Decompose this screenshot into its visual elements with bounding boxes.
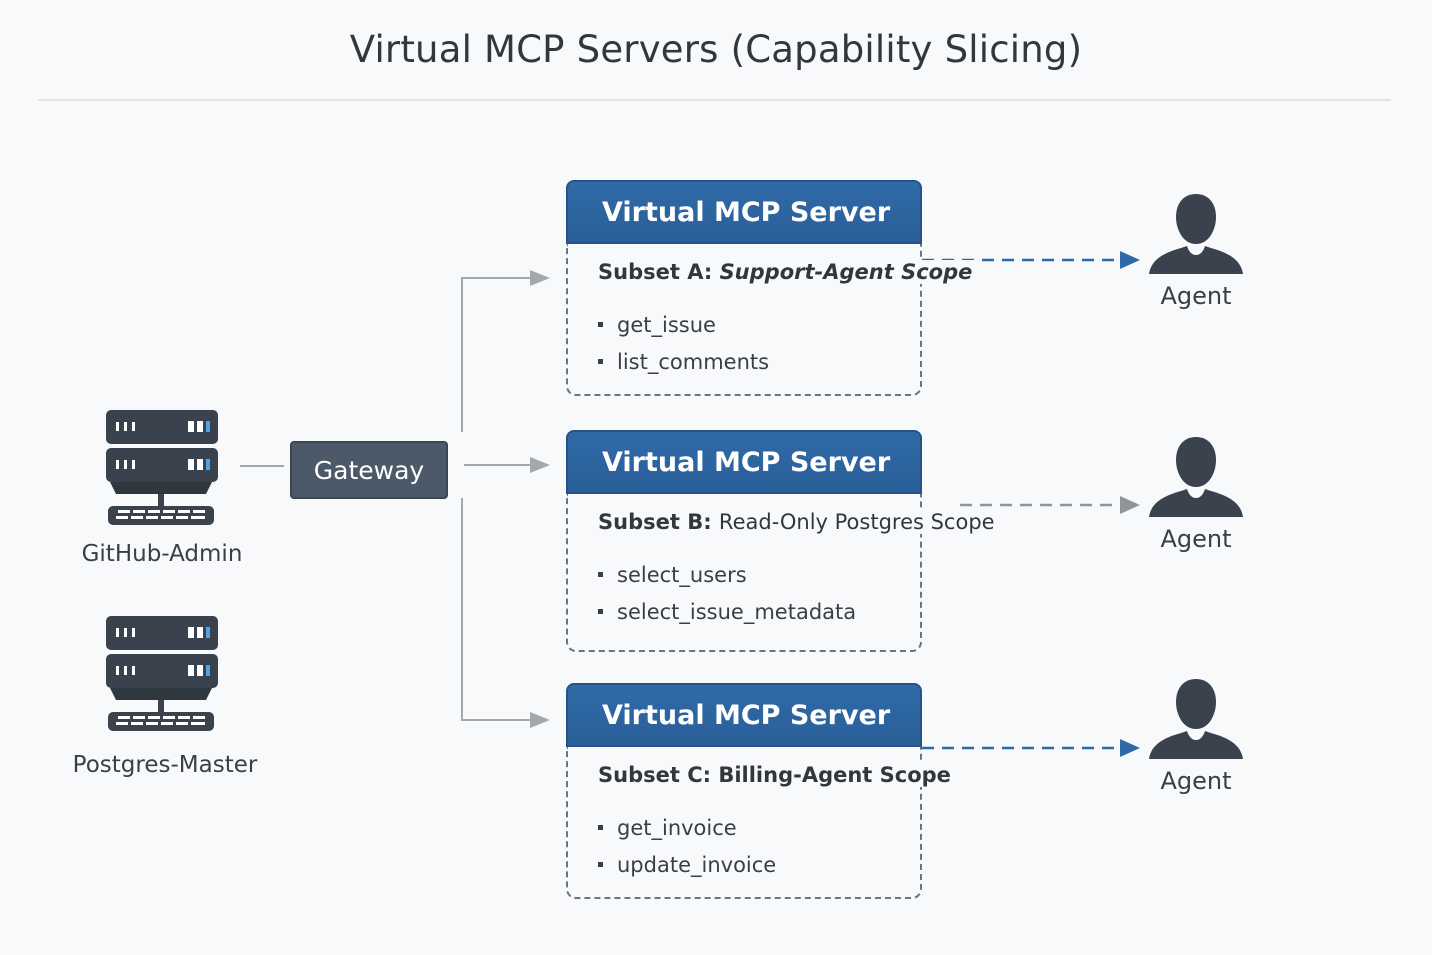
diagram-title: Virtual MCP Servers (Capability Slicing) xyxy=(349,28,1083,71)
subset-scope: Read-Only Postgres Scope xyxy=(718,510,995,534)
bullet-icon xyxy=(598,359,603,364)
arrowhead-server-b xyxy=(530,457,550,473)
arrowhead-server-c xyxy=(530,712,550,728)
agent-label: Agent xyxy=(1160,282,1232,310)
agent-icon xyxy=(1149,194,1243,274)
tool-item: get_issue xyxy=(598,306,769,343)
subset-scope: Support-Agent Scope xyxy=(719,260,973,284)
tool-list: get_issue list_comments xyxy=(598,306,769,380)
tool-item: select_issue_metadata xyxy=(598,593,856,630)
tool-name: select_users xyxy=(617,562,747,587)
gateway-to-server-c-connector xyxy=(461,498,540,721)
bullet-icon xyxy=(598,825,603,830)
virtual-server-body: Subset A: Support-Agent Scope get_issue … xyxy=(566,244,977,396)
virtual-server-title: Virtual MCP Server xyxy=(602,699,891,731)
subset-prefix: Subset C: xyxy=(598,763,712,787)
tool-name: update_invoice xyxy=(617,852,777,877)
tool-name: get_issue xyxy=(617,312,716,337)
virtual-server-header: Virtual MCP Server xyxy=(566,430,922,494)
subset-label: Subset B: Read-Only Postgres Scope xyxy=(598,510,999,534)
virtual-server-header: Virtual MCP Server xyxy=(566,683,922,747)
source-label: Postgres-Master xyxy=(72,752,258,778)
tool-item: update_invoice xyxy=(598,846,776,883)
server-icon xyxy=(106,410,218,525)
source-label: GitHub-Admin xyxy=(81,541,243,567)
title-divider xyxy=(38,99,1391,101)
subset-label: Subset C: Billing-Agent Scope xyxy=(598,763,955,787)
agent-label: Agent xyxy=(1160,525,1232,553)
agent-icon xyxy=(1149,437,1243,517)
virtual-server-b[interactable]: Virtual MCP Server Subset B: Read-Only P… xyxy=(566,430,999,652)
agent-1[interactable]: Agent xyxy=(1146,192,1246,310)
subset-scope: Billing-Agent Scope xyxy=(718,763,951,787)
arrowhead-agent-3 xyxy=(1120,739,1140,757)
tool-item: get_invoice xyxy=(598,809,776,846)
virtual-server-title: Virtual MCP Server xyxy=(602,196,891,228)
agent-2[interactable]: Agent xyxy=(1146,435,1246,553)
subset-prefix: Subset B: xyxy=(598,510,712,534)
tool-list: select_users select_issue_metadata xyxy=(598,556,856,630)
bullet-icon xyxy=(598,322,603,327)
virtual-server-c[interactable]: Virtual MCP Server Subset C: Billing-Age… xyxy=(566,683,955,899)
agent-3[interactable]: Agent xyxy=(1146,677,1246,795)
gateway-to-server-a-connector xyxy=(461,277,540,432)
tool-name: list_comments xyxy=(617,349,770,374)
virtual-server-body: Subset B: Read-Only Postgres Scope selec… xyxy=(566,494,999,652)
bullet-icon xyxy=(598,862,603,867)
virtual-server-title: Virtual MCP Server xyxy=(602,446,891,478)
tool-name: select_issue_metadata xyxy=(617,599,857,624)
gateway-label: Gateway xyxy=(313,455,425,485)
virtual-server-body: Subset C: Billing-Agent Scope get_invoic… xyxy=(566,747,955,899)
subset-label: Subset A: Support-Agent Scope xyxy=(598,260,977,284)
bullet-icon xyxy=(598,572,603,577)
agent-label: Agent xyxy=(1160,767,1232,795)
arrowhead-server-a xyxy=(530,270,550,286)
tool-item: list_comments xyxy=(598,343,769,380)
gateway-node[interactable]: Gateway xyxy=(290,441,448,499)
tool-name: get_invoice xyxy=(617,815,737,840)
virtual-server-a[interactable]: Virtual MCP Server Subset A: Support-Age… xyxy=(566,180,977,396)
tool-item: select_users xyxy=(598,556,856,593)
server-icon xyxy=(106,616,218,731)
agent-icon xyxy=(1149,679,1243,759)
arrowhead-agent-2 xyxy=(1120,496,1140,514)
virtual-server-header: Virtual MCP Server xyxy=(566,180,922,244)
subset-prefix: Subset A: xyxy=(598,260,713,284)
arrowhead-agent-1 xyxy=(1120,251,1140,269)
tool-list: get_invoice update_invoice xyxy=(598,809,776,883)
bullet-icon xyxy=(598,609,603,614)
